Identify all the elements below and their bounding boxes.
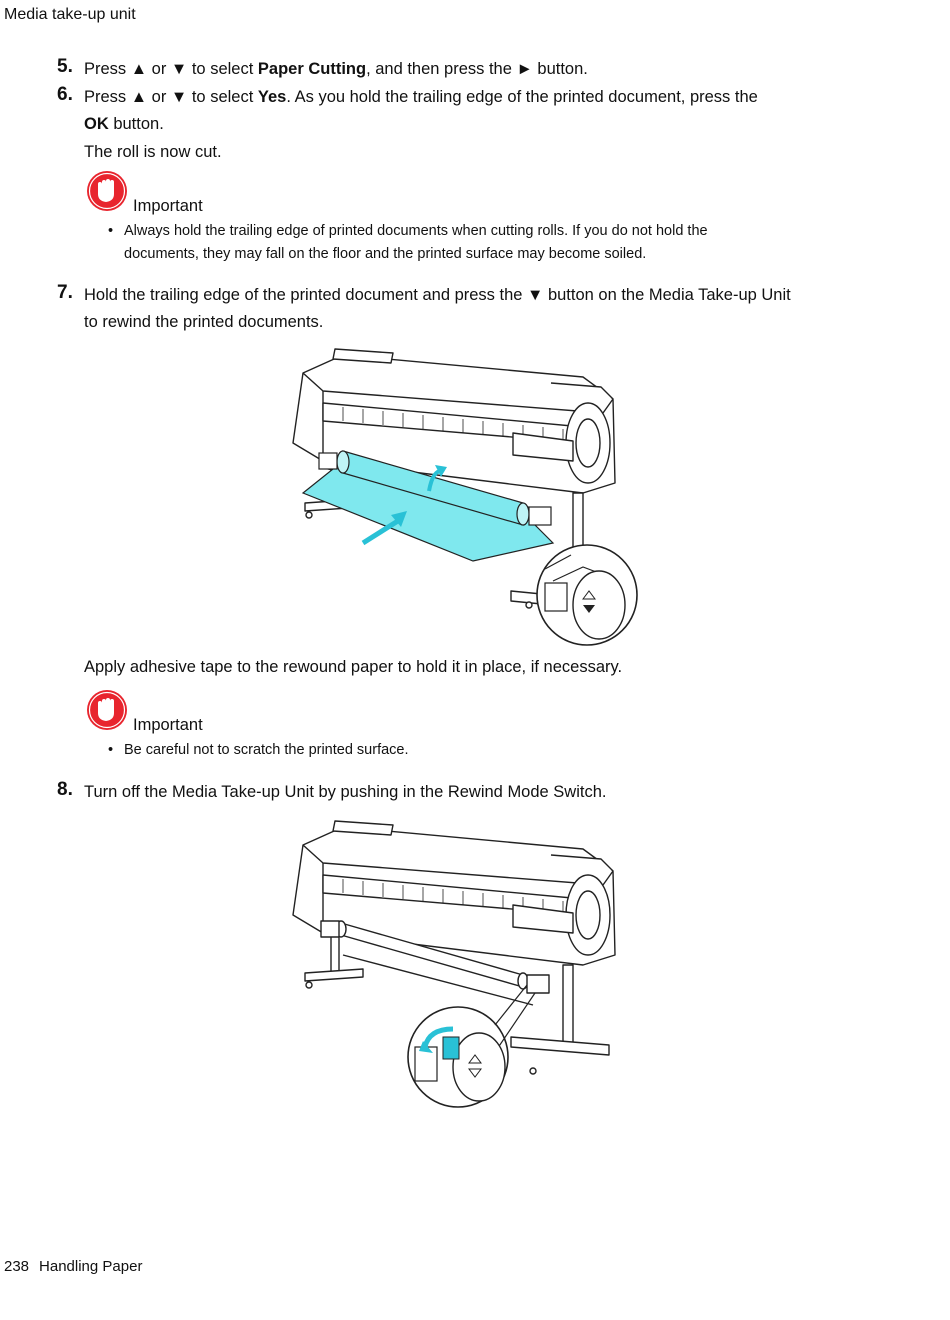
step-number-7: 7. [57,282,73,303]
step-6-line-1: Press ▲ or ▼ to select Yes. As you hold … [84,88,758,106]
step-7-line-2: to rewind the printed documents. [84,313,324,331]
step-number-6: 6. [57,84,73,105]
step-6-note: The roll is now cut. [84,143,222,161]
important-title-2: Important [133,716,203,734]
stop-hand-icon [87,171,127,211]
step-8-line-1: Turn off the Media Take-up Unit by pushi… [84,783,607,801]
bullet-marker: • [108,742,114,758]
printer-switch-illustration [292,820,616,1108]
important-title-1: Important [133,197,203,215]
stop-hand-icon [87,690,127,730]
step-7-note: Apply adhesive tape to the rewound paper… [84,658,623,676]
page-footer: 238 Handling Paper [4,1258,142,1275]
step-number-5: 5. [57,56,73,77]
step-number-8: 8. [57,779,73,800]
page-number: 238 [4,1258,30,1275]
important-1-text-line-2: documents, they may fall on the floor an… [124,246,647,262]
step-7-line-1: Hold the trailing edge of the printed do… [84,286,791,304]
important-2-text-line-1: Be careful not to scratch the printed su… [124,742,409,758]
page-header: Media take-up unit [4,6,136,23]
step-5-line-1: Press ▲ or ▼ to select Paper Cutting, an… [84,60,588,78]
step-6-line-2: OK button. [84,115,164,133]
bullet-marker: • [108,223,114,239]
important-1-text-line-1: Always hold the trailing edge of printed… [124,223,708,239]
chapter-title: Handling Paper [39,1258,143,1275]
printer-rewind-illustration [292,348,638,646]
